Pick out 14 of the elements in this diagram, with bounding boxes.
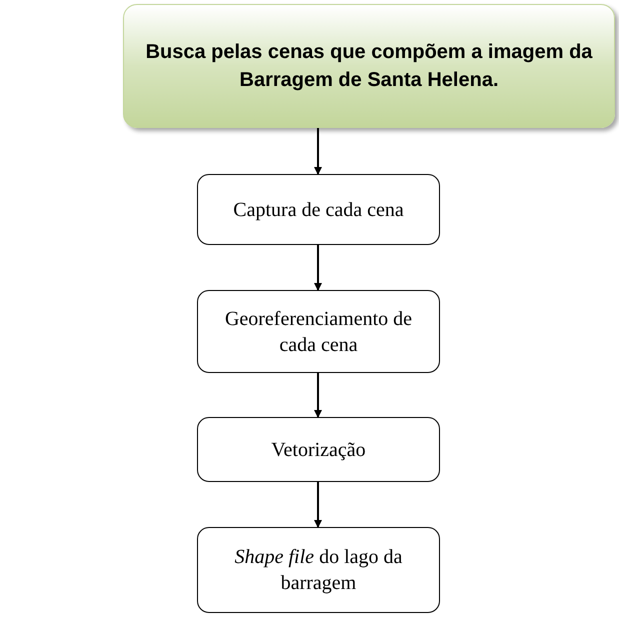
process-box (197, 290, 440, 373)
step-text: Captura de cada cena (233, 198, 404, 222)
step-text: Shape file do lago da barragem (234, 545, 404, 596)
step-text: Georeferenciamento de cada cena (224, 306, 414, 358)
process-box (197, 527, 440, 613)
process-box (197, 417, 440, 482)
heading-text: Busca pelas cenas que compõem a imagem da Barragem de Santa Helena. (144, 40, 594, 93)
arrow (314, 128, 322, 175)
arrow (314, 373, 322, 418)
step-text: Vetorização (271, 438, 366, 462)
process-box (197, 174, 440, 245)
arrow (314, 482, 322, 528)
arrow (314, 245, 322, 291)
title-box (123, 4, 615, 128)
